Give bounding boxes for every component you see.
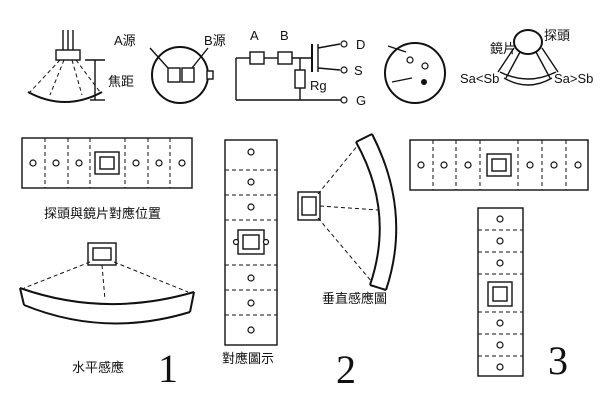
pinout-circle [384, 42, 446, 104]
probe-lens-alignment-label: 探頭與鏡片對應位置 [44, 206, 161, 221]
resistor-label: Rg [310, 78, 327, 93]
lens-label: 鏡片 [490, 41, 516, 56]
source-a-label: A源 [114, 33, 136, 48]
source-b-label: B源 [204, 33, 226, 48]
vertical-sensing-fan [297, 133, 398, 291]
figure-number-3: 3 [548, 338, 568, 383]
alignment-diagram-label: 對應圖示 [222, 351, 274, 366]
t-shape-vertical-bar [477, 207, 524, 377]
probe-label: 探頭 [544, 28, 570, 43]
sensor-top-view [149, 46, 214, 104]
horizontal-lens-strip [21, 137, 193, 189]
pin-s-label: S [354, 63, 363, 78]
sa-lt-sb-label: Sa<Sb [460, 71, 499, 86]
t-shape-horizontal-bar [409, 139, 589, 191]
sensor-side-view [27, 30, 105, 103]
circuit-a-label: A [250, 28, 259, 43]
figure-number-2: 2 [336, 347, 356, 392]
horizontal-sensing-fan [19, 242, 195, 325]
pin-d-label: D [356, 37, 365, 52]
pin-g-label: G [356, 93, 366, 108]
sa-gt-sb-label: Sa>Sb [554, 71, 593, 86]
figure-number-1: 1 [158, 346, 178, 391]
horizontal-sensing-label: 水平感應 [72, 360, 124, 375]
focal-length-label: 焦距 [108, 74, 134, 89]
vertical-sensing-label: 垂直感應圖 [322, 291, 387, 306]
lens-probe-diagram [497, 29, 559, 86]
circuit-b-label: B [280, 28, 289, 43]
vertical-lens-strip [224, 139, 278, 346]
circuit-diagram [235, 40, 348, 104]
